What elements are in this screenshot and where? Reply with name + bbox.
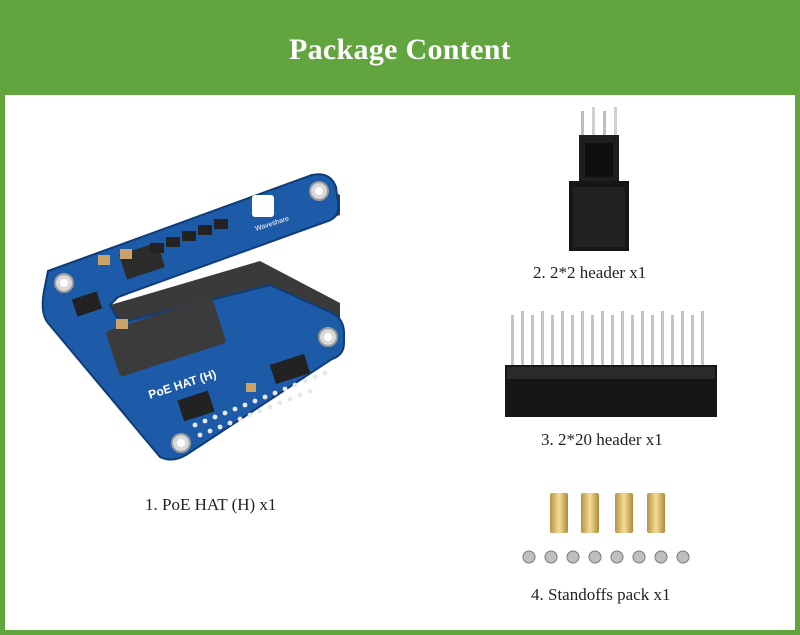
item-2-caption: 2. 2*2 header x1 bbox=[533, 263, 647, 282]
2x20-header-image bbox=[505, 311, 717, 417]
standoffs-and-screws-image bbox=[522, 493, 690, 564]
title-banner: Package Content bbox=[5, 5, 795, 95]
item-4-caption: 4. Standoffs pack x1 bbox=[531, 585, 671, 604]
item-3-caption: 3. 2*20 header x1 bbox=[541, 430, 663, 449]
poe-hat-board-image: PoE HAT (H) Waveshare bbox=[41, 173, 345, 461]
item-1-caption: 1. PoE HAT (H) x1 bbox=[145, 495, 277, 514]
2x2-header-image bbox=[569, 107, 629, 251]
page-title: Package Content bbox=[289, 33, 511, 66]
